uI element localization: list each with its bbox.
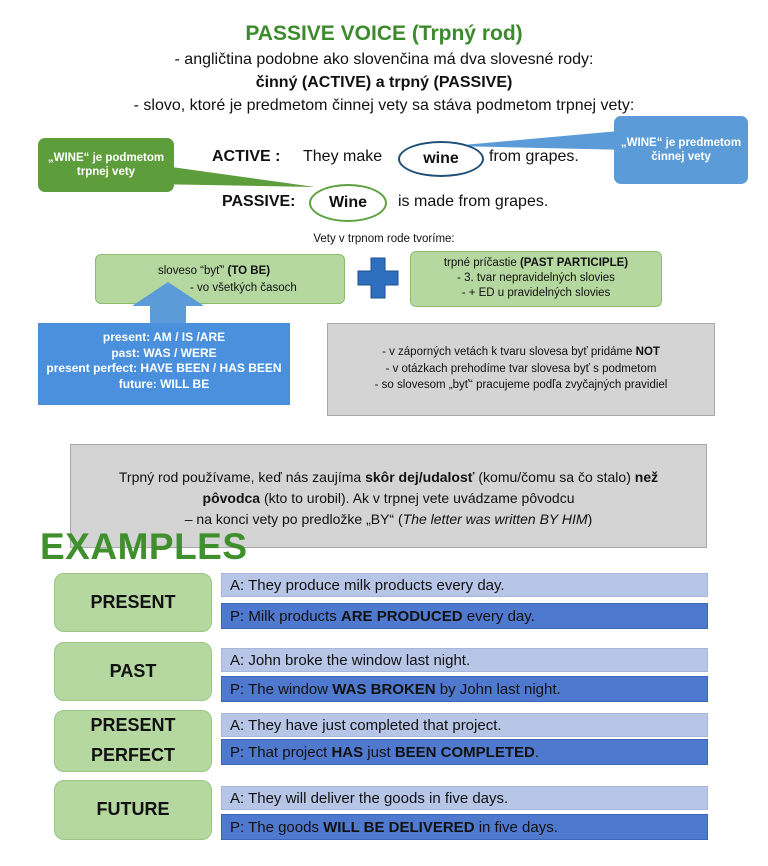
usage-line-2: pôvodca (kto to urobil). Ak v trpnej vet… xyxy=(71,488,706,509)
active-sentence-start: They make xyxy=(303,148,383,165)
intro-line-1: - angličtina podobne ako slovenčina má d… xyxy=(174,51,594,68)
up-arrow-icon xyxy=(132,282,204,326)
past-participle-line-1: trpné príčastie (PAST PARTICIPLE) xyxy=(411,256,661,271)
note-negative-text: - v záporných vetách k tvaru slovesa byť… xyxy=(382,346,636,358)
example-present-passive: P: Milk products ARE PRODUCED every day. xyxy=(221,603,708,629)
note-question: - v otázkach prehodíme tvar slovesa byť … xyxy=(385,362,657,375)
to-be-line-1: sloveso “byť” (TO BE) xyxy=(158,265,270,277)
past-participle-text: trpné príčastie xyxy=(443,257,520,269)
example-bold: ARE PRODUCED xyxy=(340,608,463,625)
be-forms-box: present: AM / IS /ARE past: WAS / WERE p… xyxy=(38,323,290,405)
example-future-passive: P: The goods WILL BE DELIVERED in five d… xyxy=(221,814,708,840)
note-negative: - v záporných vetách k tvaru slovesa byť… xyxy=(328,344,714,361)
note-rules: - so slovesom „byť“ pracujeme podľa zvyč… xyxy=(374,379,668,392)
usage-box: Trpný rod používame, keď nás zaujíma skô… xyxy=(70,444,707,548)
usage-line-1: Trpný rod používame, keď nás zaujíma skô… xyxy=(71,467,706,488)
tense-future: FUTURE xyxy=(54,780,212,840)
to-be-text: sloveso “byť” xyxy=(158,265,228,277)
example-text: . xyxy=(534,744,539,761)
intro-line-3: - slovo, ktoré je predmetom činnej vety … xyxy=(133,97,635,114)
example-text: in five days. xyxy=(474,819,558,836)
example-present-perfect-passive: P: That project HAS just BEEN COMPLETED. xyxy=(221,739,708,765)
example-text: P: The window xyxy=(230,681,333,698)
example-future-active: A: They will deliver the goods in five d… xyxy=(221,786,708,810)
callout-subject-passive: „WINE“ je podmetom trpnej vety xyxy=(38,138,174,192)
active-label: ACTIVE : xyxy=(212,148,281,165)
example-text: just xyxy=(363,744,395,761)
example-past-passive: P: The window WAS BROKEN by John last ni… xyxy=(221,676,708,702)
to-be-line-2: - vo všetkých časoch xyxy=(190,282,297,294)
blue-callout-pointer xyxy=(452,130,630,150)
callout-object-active: „WINE“ je predmetom činnej vety xyxy=(614,116,748,184)
example-bold: WILL BE DELIVERED xyxy=(323,819,475,836)
usage-text-2: (komu/čomu sa čo stalo) xyxy=(474,469,635,485)
tense-past: PAST xyxy=(54,642,212,701)
callout-pointers xyxy=(150,130,630,187)
page-title: PASSIVE VOICE (Trpný rod) xyxy=(245,22,523,45)
usage-bold-2: než xyxy=(634,469,659,485)
be-present: present: AM / IS /ARE xyxy=(102,330,226,344)
irregular-rule: - 3. tvar nepravidelných slovies xyxy=(457,271,615,284)
usage-line-3: – na konci vety po predložke „BY“ (The l… xyxy=(71,509,706,530)
example-text: P: The goods xyxy=(230,819,324,836)
passive-subject-oval: Wine xyxy=(309,184,387,222)
example-bold: WAS BROKEN xyxy=(332,681,436,698)
be-present-perfect: present perfect: HAVE BEEN / HAS BEEN xyxy=(46,361,282,376)
example-present-active: A: They produce milk products every day. xyxy=(221,573,708,597)
example-text: by John last night. xyxy=(435,681,561,698)
example-past-active: A: John broke the window last night. xyxy=(221,648,708,672)
example-bold: BEEN COMPLETED xyxy=(394,744,535,761)
tense-present: PRESENT xyxy=(54,573,212,632)
example-text: P: That project xyxy=(230,744,332,761)
examples-heading: EXAMPLES xyxy=(40,526,248,567)
active-object-oval: wine xyxy=(398,141,484,177)
usage-text-4: – na konci vety po predložke „BY“ ( xyxy=(184,511,403,527)
usage-text-3: (kto to urobil). Ak v trpnej vete uvádza… xyxy=(260,490,575,506)
example-text: every day. xyxy=(462,608,535,625)
example-text: P: Milk products xyxy=(230,608,341,625)
tense-present-perfect: PRESENT PERFECT xyxy=(54,710,212,772)
past-participle-bold: (PAST PARTICIPLE) xyxy=(519,257,629,269)
past-participle-box: trpné príčastie (PAST PARTICIPLE) - 3. t… xyxy=(410,251,662,307)
plus-icon xyxy=(357,257,399,299)
intro-line-2: činný (ACTIVE) a trpný (PASSIVE) xyxy=(255,74,513,91)
usage-text-5: ) xyxy=(587,511,593,527)
note-negative-bold: NOT xyxy=(635,346,660,358)
to-be-box: sloveso “byť” (TO BE) - vo všetkých časo… xyxy=(95,254,345,304)
example-present-perfect-active: A: They have just completed that project… xyxy=(221,713,708,737)
notes-box: - v záporných vetách k tvaru slovesa byť… xyxy=(327,323,715,416)
green-callout-pointer xyxy=(150,164,315,187)
usage-bold-3: pôvodca xyxy=(202,490,261,506)
passive-sentence-end: is made from grapes. xyxy=(398,193,549,210)
to-be-bold: (TO BE) xyxy=(227,265,271,277)
active-sentence-end: from grapes. xyxy=(489,148,579,165)
formation-heading: Vety v trpnom rode tvoríme: xyxy=(313,233,455,245)
usage-text-1: Trpný rod používame, keď nás zaujíma xyxy=(118,469,366,485)
regular-rule: - + ED u pravidelných slovies xyxy=(461,286,611,299)
be-past: past: WAS / WERE xyxy=(111,345,217,360)
usage-example-italic: The letter was written BY HIM xyxy=(402,511,588,527)
tense-present-perfect-line-1: PRESENT xyxy=(90,715,176,736)
passive-label: PASSIVE: xyxy=(222,193,296,210)
tense-present-perfect-line-2: PERFECT xyxy=(90,745,175,765)
example-bold: HAS xyxy=(331,744,364,761)
be-future: future: WILL BE xyxy=(118,376,210,391)
usage-bold-1: skôr dej/udalosť xyxy=(365,469,475,485)
